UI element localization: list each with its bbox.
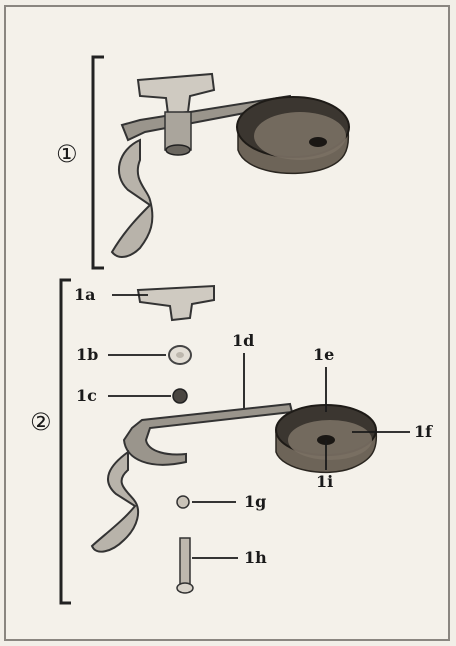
label-1b: 1b: [76, 347, 98, 363]
assembled-felt-hole-icon: [309, 137, 327, 147]
assembled-wingnut-icon: [138, 74, 214, 114]
exploded-marker: ②: [30, 410, 52, 434]
label-1d: 1d: [232, 333, 254, 349]
small-nut-icon: [177, 496, 189, 508]
assembled-nut-icon: [166, 145, 190, 155]
label-1h: 1h: [244, 550, 267, 566]
nut-icon: [173, 389, 187, 403]
hook-icon: [92, 452, 138, 552]
bolt-icon: [180, 538, 190, 586]
assembled-hook-icon: [112, 140, 152, 257]
assembled-clamp: [112, 74, 349, 257]
label-1f: 1f: [414, 424, 432, 440]
label-1a: 1a: [74, 287, 96, 303]
label-1g: 1g: [244, 494, 266, 510]
label-1i: 1i: [316, 474, 333, 490]
assembled-marker: ①: [56, 142, 78, 166]
wing-nut-icon: [138, 286, 214, 320]
bracket-exploded: [61, 280, 71, 603]
arm-hook-icon: [124, 404, 292, 465]
bracket-assembled: [93, 57, 104, 268]
label-1c: 1c: [76, 388, 97, 404]
label-1e: 1e: [313, 347, 334, 363]
